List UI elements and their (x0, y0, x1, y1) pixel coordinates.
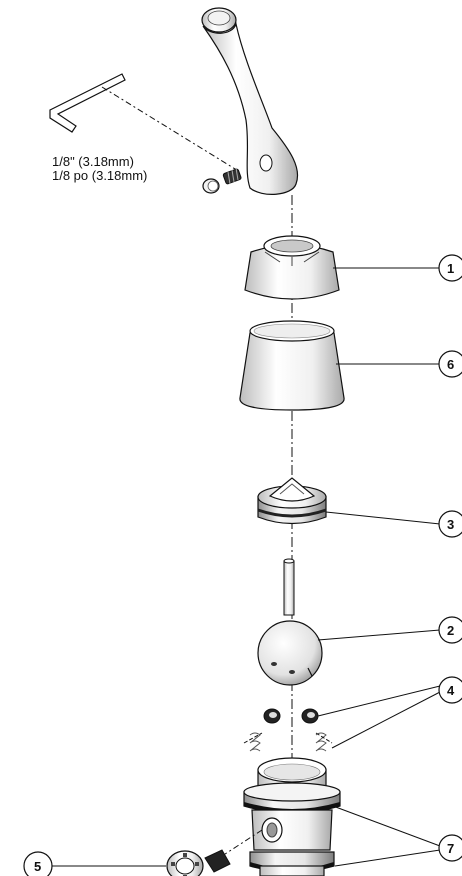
allen-wrench-icon (49, 73, 241, 173)
set-screw-cap (202, 178, 220, 194)
wrench-size-label: 1/8" (3.18mm) 1/8 po (3.18mm) (52, 155, 147, 183)
callout-4: 4 (438, 676, 462, 704)
part-2-ball (257, 558, 323, 686)
callout-3-number: 3 (447, 517, 454, 532)
callout-2-number: 2 (447, 623, 454, 638)
part-1-cap (244, 235, 340, 300)
callout-6-number: 6 (447, 357, 454, 372)
callout-5-number: 5 (34, 859, 41, 874)
callout-1: 1 (438, 254, 462, 282)
part-6-sleeve (239, 320, 345, 411)
set-screw (222, 167, 242, 185)
callout-7: 7 (438, 834, 462, 862)
callout-3: 3 (438, 510, 462, 538)
callout-7-number: 7 (447, 841, 454, 856)
wrench-size-imperial: 1/8" (3.18mm) (52, 154, 134, 169)
callout-6: 6 (438, 350, 462, 378)
callout-4-number: 4 (447, 683, 455, 698)
callout-2: 2 (438, 616, 462, 644)
part-5-diverter (166, 829, 263, 876)
callout-1-number: 1 (447, 261, 454, 276)
part-3-seat (257, 477, 327, 525)
part-7-body (243, 757, 341, 876)
faucet-handle (201, 7, 299, 195)
part-4-seats-springs (243, 708, 333, 752)
callout-5: 5 (23, 851, 53, 876)
wrench-size-french: 1/8 po (3.18mm) (52, 168, 148, 183)
